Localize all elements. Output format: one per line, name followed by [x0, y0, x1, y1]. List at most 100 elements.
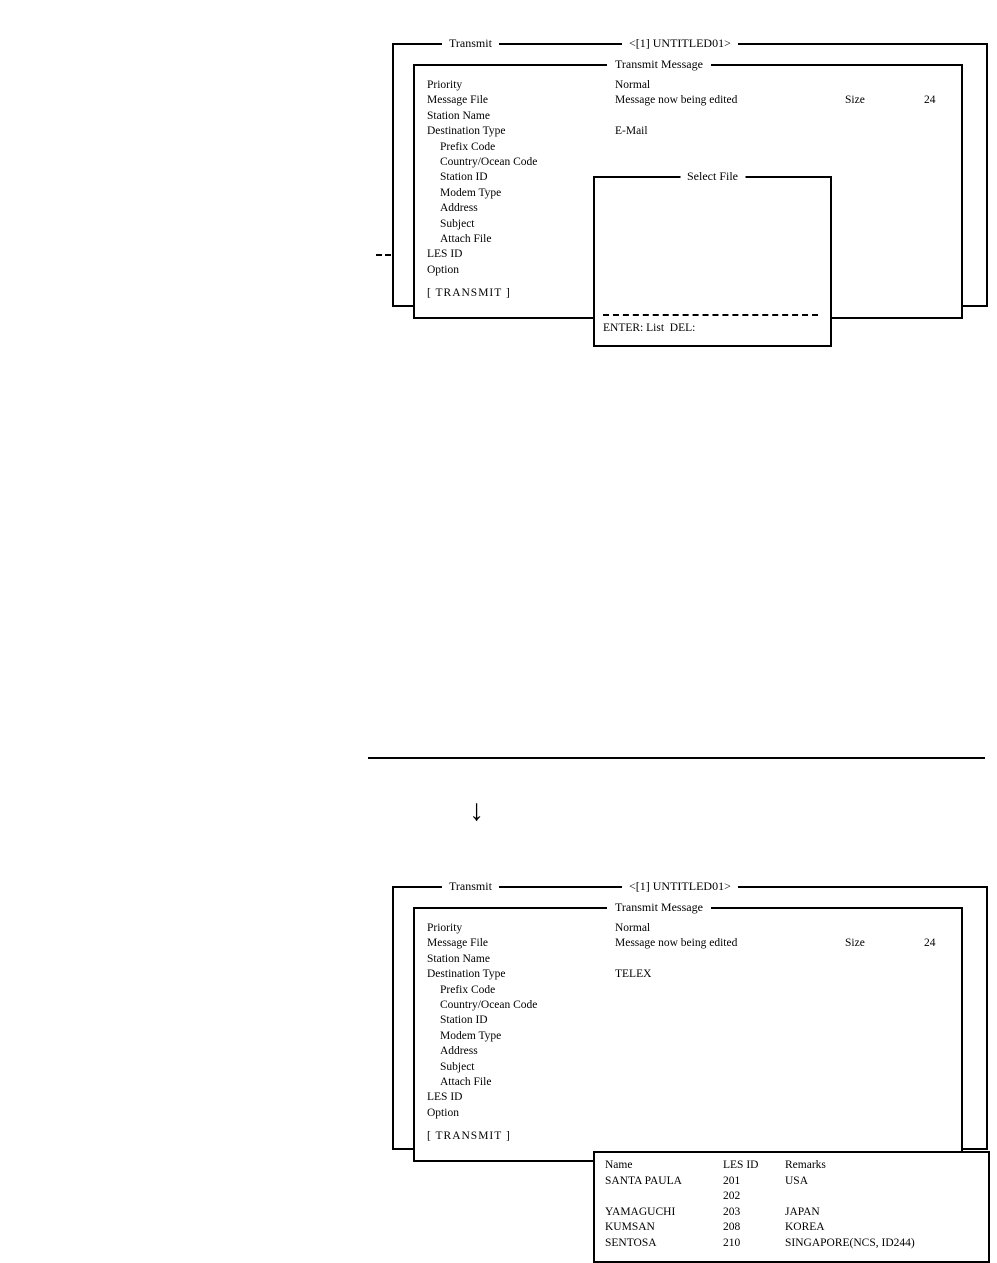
station-les-id: 201 [723, 1174, 741, 1187]
field-value [615, 1106, 955, 1121]
select-file-title: Select File [680, 169, 745, 184]
field-value: E-Mail [615, 125, 648, 138]
field-label: Destination Type [427, 125, 506, 138]
transmit-button[interactable]: [ TRANSMIT ] [427, 1130, 511, 1143]
field-value [615, 155, 955, 170]
size-label: Size [845, 937, 865, 950]
field-row-option[interactable]: Option [427, 1106, 955, 1121]
field-label: Message File [427, 94, 489, 107]
field-value: TELEX [615, 968, 652, 981]
field-row-attach-file[interactable]: Attach File [427, 1075, 955, 1090]
station-row[interactable]: KUMSAN 208 KOREA [605, 1220, 988, 1236]
station-row[interactable]: SENTOSA 210 SINGAPORE(NCS, ID244) [605, 1236, 988, 1252]
field-value [615, 1044, 955, 1059]
station-row[interactable]: 202 [605, 1189, 988, 1205]
station-les-id: 203 [723, 1205, 741, 1218]
window-doc-name: <[1] UNTITLED01> [622, 36, 738, 51]
field-row-address[interactable]: Address [427, 201, 955, 216]
field-label: Option [427, 263, 459, 276]
field-row-priority[interactable]: Priority Normal [427, 78, 955, 93]
transmit-screen-email: Transmit <[1] UNTITLED01> Transmit Messa… [388, 36, 997, 358]
field-row-prefix-code[interactable]: Prefix Code [427, 983, 955, 998]
field-label: Message File [427, 937, 489, 950]
station-list-header: Name LES ID Remarks [605, 1158, 988, 1174]
field-label: Priority [427, 922, 463, 934]
station-list: Name LES ID Remarks SANTA PAULA 201 USA … [595, 1153, 988, 1261]
field-value [615, 983, 955, 998]
field-value [615, 1029, 955, 1044]
select-file-dialog: Select File ENTER: List DEL: [593, 169, 832, 347]
down-arrow-icon: ↓ [469, 794, 484, 827]
dashed-divider [603, 314, 818, 316]
station-row[interactable]: YAMAGUCHI 203 JAPAN [605, 1205, 988, 1221]
field-row-subject[interactable]: Subject [427, 1060, 955, 1075]
field-row-destination-type[interactable]: Destination Type TELEX [427, 967, 955, 982]
station-remarks [785, 1189, 988, 1205]
field-row-message-file[interactable]: Message File Message now being edited Si… [427, 936, 955, 951]
field-row-modem-type[interactable]: Modem Type [427, 1029, 955, 1044]
field-label: Priority [427, 79, 463, 91]
window-doc-name: <[1] UNTITLED01> [622, 879, 738, 894]
station-name: KUMSAN [605, 1221, 655, 1234]
dash-mark [376, 254, 400, 256]
field-row-prefix-code[interactable]: Prefix Code [427, 140, 955, 155]
field-label: Attach File [440, 232, 492, 245]
field-value [615, 109, 955, 124]
window-title: Transmit [442, 36, 499, 51]
field-value [615, 952, 955, 967]
select-file-footer-hint: ENTER: List DEL: [603, 322, 696, 334]
transmit-button[interactable]: [ TRANSMIT ] [427, 287, 511, 300]
field-value: Normal [615, 79, 651, 91]
field-label: Station Name [427, 109, 490, 122]
field-label: Modem Type [440, 186, 502, 199]
field-row-les-id[interactable]: LES ID [427, 1090, 955, 1105]
station-les-id: 208 [723, 1221, 741, 1234]
field-label: Attach File [440, 1075, 492, 1088]
station-remarks: SINGAPORE(NCS, ID244) [785, 1236, 915, 1249]
field-row-attach-file[interactable]: Attach File [427, 232, 955, 247]
field-value: Message now being edited [615, 94, 738, 107]
field-row-modem-type[interactable]: Modem Type [427, 186, 955, 201]
field-list: Priority Normal Message File Message now… [427, 78, 955, 299]
file-list[interactable] [599, 184, 826, 310]
field-value: Normal [615, 922, 651, 934]
column-header-name: Name [605, 1159, 633, 1171]
field-row-station-name[interactable]: Station Name [427, 952, 955, 967]
field-value [615, 1013, 955, 1028]
column-header-remarks: Remarks [785, 1159, 826, 1171]
field-label: Modem Type [440, 1029, 502, 1042]
field-list: Priority Normal Message File Message now… [427, 921, 955, 1142]
field-row-address[interactable]: Address [427, 1044, 955, 1059]
section-divider [368, 757, 985, 759]
station-list-dialog: Name LES ID Remarks SANTA PAULA 201 USA … [593, 1151, 990, 1263]
station-les-id: 210 [723, 1236, 741, 1249]
station-name [605, 1189, 723, 1205]
field-label: Option [427, 1106, 459, 1119]
field-row-option[interactable]: Option [427, 263, 955, 278]
field-row-country-ocean-code[interactable]: Country/Ocean Code [427, 998, 955, 1013]
field-value: Message now being edited [615, 937, 738, 950]
field-row-les-id[interactable]: LES ID [427, 247, 955, 262]
field-label: Subject [440, 217, 475, 230]
transmit-screen-telex: Transmit <[1] UNTITLED01> Transmit Messa… [388, 879, 997, 1263]
field-row-station-id[interactable]: Station ID [427, 170, 955, 185]
field-value [615, 1075, 955, 1090]
station-name: SANTA PAULA [605, 1174, 682, 1187]
field-row-priority[interactable]: Priority Normal [427, 921, 955, 936]
field-label: Address [440, 1045, 478, 1058]
column-header-les-id: LES ID [723, 1159, 759, 1171]
size-value: 24 [924, 94, 936, 107]
field-row-country-ocean-code[interactable]: Country/Ocean Code [427, 155, 955, 170]
size-value: 24 [924, 937, 936, 950]
station-remarks: KOREA [785, 1221, 825, 1234]
field-value [615, 140, 955, 155]
field-row-station-id[interactable]: Station ID [427, 1013, 955, 1028]
field-row-subject[interactable]: Subject [427, 217, 955, 232]
field-row-destination-type[interactable]: Destination Type E-Mail [427, 124, 955, 139]
station-remarks: JAPAN [785, 1205, 820, 1218]
station-row[interactable]: SANTA PAULA 201 USA [605, 1174, 988, 1190]
station-les-id: 202 [723, 1190, 741, 1203]
field-row-station-name[interactable]: Station Name [427, 109, 955, 124]
field-row-message-file[interactable]: Message File Message now being edited Si… [427, 93, 955, 108]
